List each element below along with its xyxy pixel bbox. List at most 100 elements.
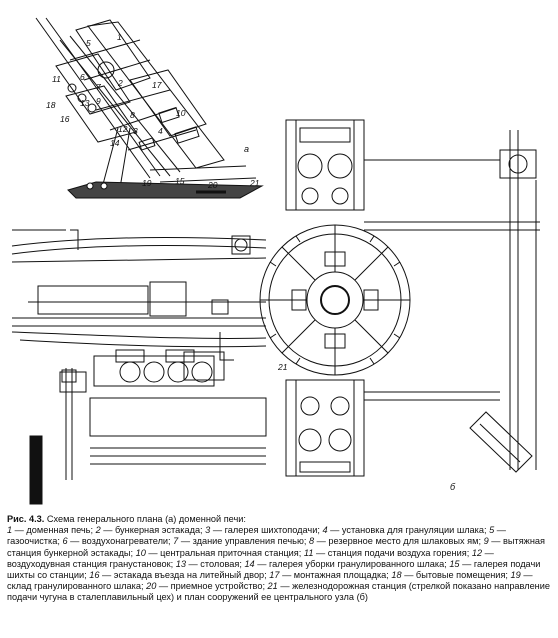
plan-b-bottom-block <box>299 461 351 473</box>
caption-title: Рис. 4.3. <box>7 514 45 524</box>
plan-b-top-circle-4 <box>331 187 349 205</box>
plan-b-num-21: 21 <box>277 362 288 372</box>
caption-item-text: — бункерная эстакада; <box>100 525 206 536</box>
plan-b-diagonal-conveyor <box>469 411 533 473</box>
caption-item-text: — монтажная площадка; <box>279 570 392 581</box>
plan-a-num-17: 17 <box>152 80 162 90</box>
plan-b-box-small <box>231 235 251 255</box>
plan-a-num-14: 14 <box>110 138 120 148</box>
plan-a-small-building-2 <box>174 126 200 144</box>
caption-item: 12 — воздуходувная станция грануcтановок… <box>7 548 494 569</box>
caption-item-number: 20 <box>146 581 157 592</box>
caption-item: 6 — воздухонагреватели; <box>62 536 173 546</box>
plan-b-stove-3 <box>167 361 189 383</box>
plan-b-lower-rail-yard <box>89 397 267 437</box>
plan-a-blast-furnace <box>97 61 115 79</box>
caption-item: 18 — бытовые помещения; <box>391 570 510 580</box>
plan-b-building-left-4 <box>59 371 87 393</box>
plan-b-top-circle-2 <box>327 153 353 179</box>
caption-item: 14 — галерея уборки гранулированного шла… <box>244 559 449 569</box>
plan-b-corridor-top-lines <box>295 120 355 210</box>
figure-caption: Рис. 4.3. Схема генерального плана (а) д… <box>7 514 551 604</box>
plan-a-stove-1 <box>67 83 77 93</box>
plan-a-num-15: 15 <box>175 176 185 186</box>
plan-a-num-6: 6 <box>80 72 85 82</box>
caption-item-number: 10 <box>135 547 146 558</box>
caption-item-number: 11 <box>303 547 314 558</box>
plan-a-inner-diagonal-2 <box>69 35 181 173</box>
plan-a-num-4: 4 <box>158 126 163 136</box>
plan-a-crossing-lines <box>69 39 197 151</box>
caption-item-number: 6 <box>62 536 68 547</box>
plan-a-rail-2 <box>159 177 257 183</box>
plan-a-conveyor-1 <box>101 127 119 189</box>
caption-item-text: — приемное устройство; <box>156 581 268 592</box>
caption-item: 7 — здание управления печью; <box>173 536 309 546</box>
caption-item-number: 18 <box>391 570 402 581</box>
caption-item-text: — станция подачи воздуха горения; <box>313 547 472 558</box>
caption-item: 20 — приемное устройство; <box>146 581 267 591</box>
plan-b-stove-4 <box>191 361 213 383</box>
plan-b-furnace-core <box>320 285 350 315</box>
plan-b-building-left-2 <box>149 281 187 317</box>
caption-item-number: 21 <box>267 581 278 592</box>
plan-a-num-21: 21 <box>249 178 260 188</box>
caption-item: 13 — столовая; <box>176 559 245 569</box>
caption-item: 8 — резервное место для шлаковых ям; <box>309 536 484 546</box>
caption-item-text: — газоочистка; <box>7 525 506 547</box>
plan-b-left-bracket <box>12 229 79 250</box>
plan-b-track-1 <box>11 237 267 247</box>
plan-a-rail-1 <box>149 165 247 171</box>
plan-b-pipe-box <box>61 369 77 383</box>
plan-b-ring-box-top <box>324 251 346 267</box>
plan-a-wheel-left <box>86 182 94 190</box>
plan-a-num-7: 7 <box>96 82 101 92</box>
caption-item: 1 — доменная печь; <box>7 525 96 535</box>
plan-b-ring-box-right <box>363 289 379 311</box>
caption-item-number: 17 <box>269 570 280 581</box>
plan-b-building-left-3 <box>93 355 215 387</box>
caption-item: 3 — галерея шихтоподачи; <box>205 525 322 535</box>
plan-b-right-box <box>499 149 537 179</box>
plan-b-vertical-strip <box>29 435 43 505</box>
plan-a-stoves-block <box>55 53 131 115</box>
caption-item-number: 9 <box>483 536 489 547</box>
plan-a: 1 5 11 6 2 17 7 18 13 9 10 16 8 12 3 14 … <box>35 17 264 199</box>
plan-a-small-building-3 <box>138 137 156 151</box>
plan-b-box-right <box>211 299 229 315</box>
caption-item-text: — установка для грануляции шлака; <box>327 525 490 536</box>
caption-item-number: 3 <box>205 525 211 536</box>
caption-item: 11 — станция подачи воздуха горения; <box>304 548 472 558</box>
caption-item-text: — бытовые помещения; <box>401 570 511 581</box>
caption-item-text: — столовая; <box>185 558 245 569</box>
caption-item-text: — резервное место для шлаковых ям; <box>314 536 484 547</box>
plan-b-corridor-bottom <box>285 379 365 477</box>
plan-b-diagonal-conveyor-inner <box>479 423 521 463</box>
plan-b-track-3 <box>11 257 267 263</box>
caption-item: 16 — эстакада въезда на литейный двор; <box>89 570 269 580</box>
plan-b-ring-box-bottom <box>324 333 346 349</box>
plan-a-diagonal-band-right <box>87 21 225 169</box>
caption-item-text: — воздухонагреватели; <box>67 536 174 547</box>
plan-b-vertical-pipe <box>65 368 73 480</box>
plan-a-num-16: 16 <box>60 114 70 124</box>
caption-item: 15 — галерея подачи шихты со станции; <box>7 559 540 580</box>
plan-a-num-5: 5 <box>86 38 91 48</box>
caption-item-number: 19 <box>510 570 521 581</box>
caption-item-text: — вытяжная станция бункерной эстакады; <box>7 536 545 558</box>
caption-item-number: 2 <box>95 525 101 536</box>
caption-item-number: 1 <box>7 525 13 536</box>
plan-b-right-lower-lines <box>364 391 500 401</box>
plan-b-stove-2 <box>143 361 165 383</box>
caption-item-number: 5 <box>489 525 495 536</box>
plan-a-num-10: 10 <box>176 108 186 118</box>
caption-item-text: — железнодорожная станция (стрелкой пока… <box>7 581 550 603</box>
plan-b-bottom-circle-2 <box>330 396 350 416</box>
caption-item: 9 — вытяжная станция бункерной эстакады; <box>7 536 545 557</box>
plan-b-lower-lines <box>90 447 266 465</box>
caption-item: 5 — газоочистка; <box>7 525 506 546</box>
plan-b-box-small-circle <box>234 238 248 252</box>
plan-b-bottom-circle-4 <box>328 428 352 452</box>
plan-b-building-left-5 <box>183 351 225 381</box>
plan-b-corridor-bottom-lines <box>295 380 355 476</box>
